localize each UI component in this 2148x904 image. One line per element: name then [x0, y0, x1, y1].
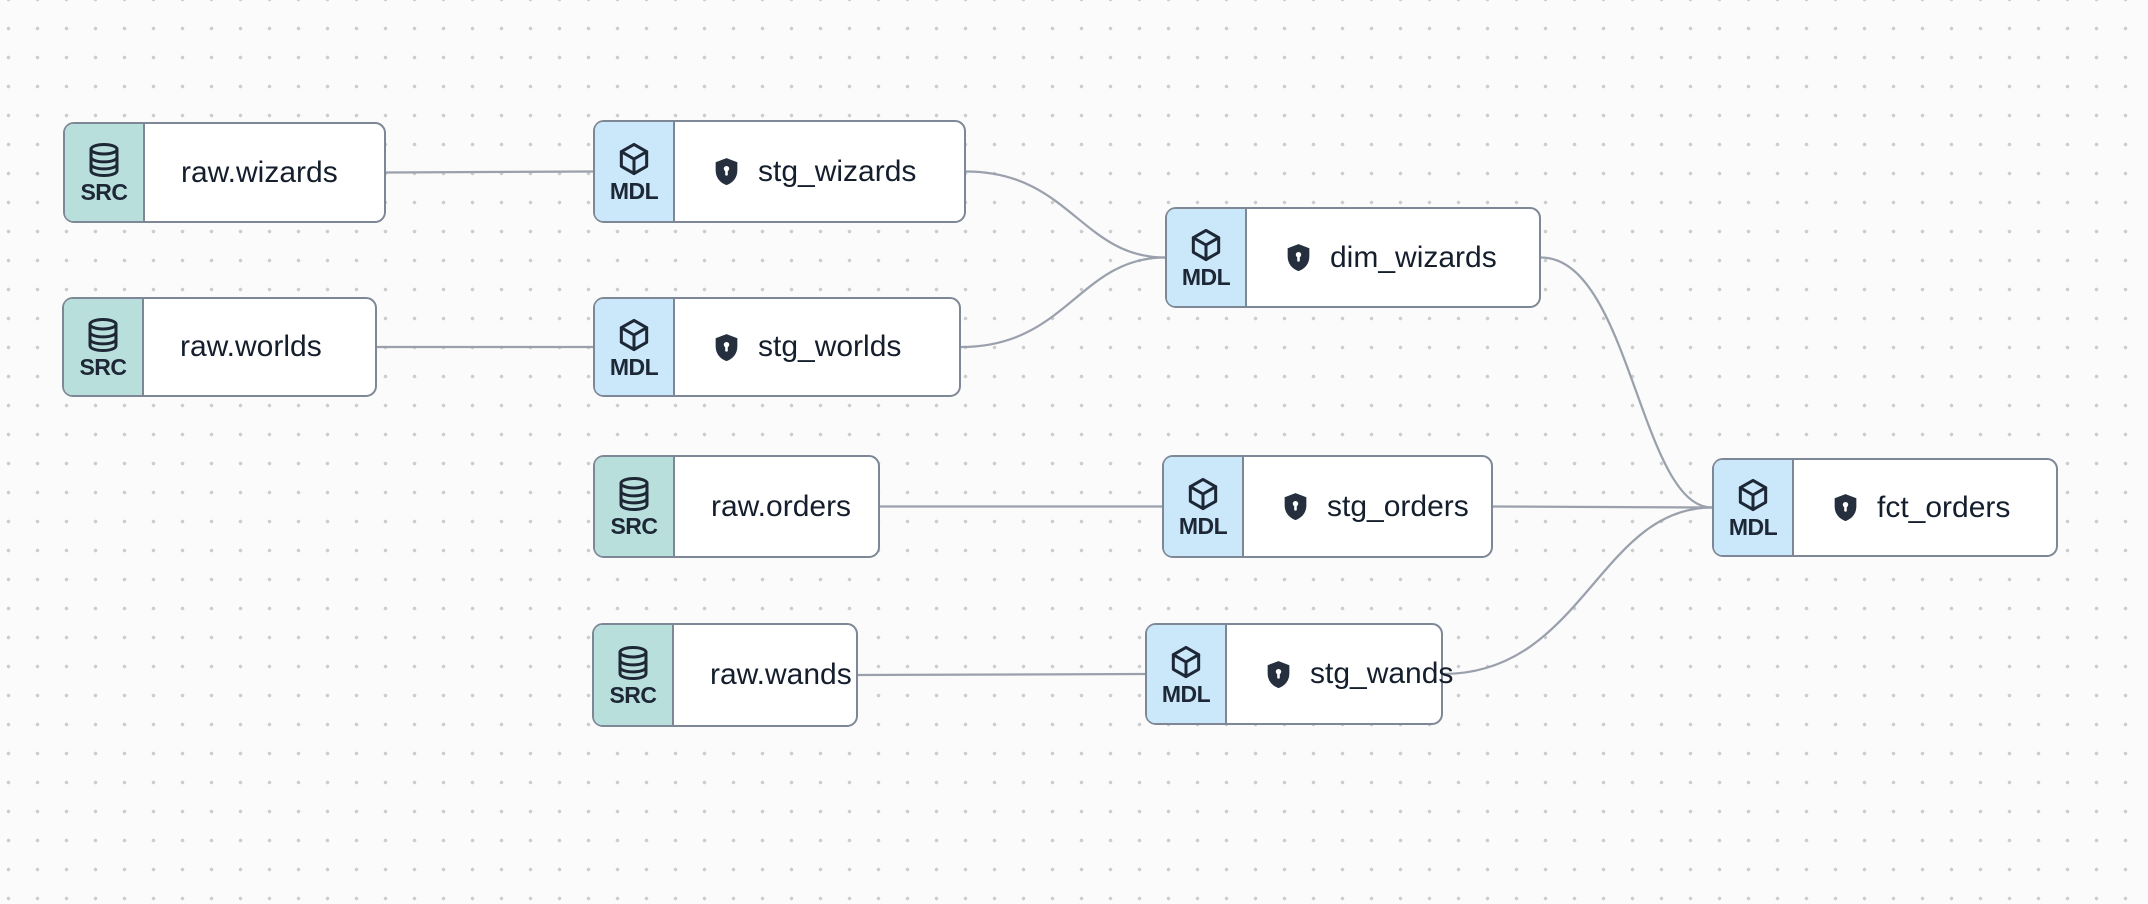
badge-label: SRC	[609, 681, 657, 708]
node-label: stg_wands	[1310, 657, 1454, 690]
badge-label: MDL	[609, 353, 659, 380]
shield-lock-icon	[1834, 494, 1857, 522]
node-body: dim_wizards	[1247, 209, 1539, 306]
node-type-badge: MDL	[1167, 209, 1247, 306]
badge-label: MDL	[609, 178, 659, 204]
shield-lock-icon	[1284, 493, 1307, 521]
node-body: raw.wands	[674, 625, 856, 725]
cube-icon	[1738, 478, 1768, 512]
cube-icon	[1188, 477, 1218, 511]
edge-raw-wands-to-stg-wands	[856, 672, 1147, 677]
cube-icon	[1191, 228, 1221, 262]
node-type-badge: SRC	[595, 457, 675, 556]
node-type-badge: MDL	[1714, 460, 1794, 555]
database-icon	[89, 142, 119, 178]
shield-lock-icon	[1287, 244, 1310, 272]
shield-lock-icon	[715, 158, 738, 186]
badge-label: MDL	[1728, 514, 1778, 540]
edge-stg-orders-to-fct-orders	[1491, 505, 1714, 509]
badge-label: MDL	[1161, 680, 1211, 707]
cube-icon	[619, 318, 649, 351]
node-body: stg_wands	[1227, 625, 1453, 723]
badge-label: SRC	[80, 179, 128, 205]
edge-stg-wizards-to-dim-wizards	[964, 170, 1167, 259]
edge-raw-wizards-to-stg-wizards	[384, 170, 595, 174]
database-icon	[618, 645, 648, 680]
node-raw-worlds[interactable]: SRC raw.worlds	[62, 297, 377, 397]
shield-lock-icon	[715, 333, 738, 361]
badge-label: MDL	[1181, 264, 1231, 290]
node-type-badge: MDL	[595, 299, 675, 395]
node-body: stg_wizards	[675, 122, 964, 221]
cube-icon	[1171, 645, 1201, 678]
node-body: raw.orders	[675, 457, 878, 556]
node-label: dim_wizards	[1330, 240, 1497, 274]
node-dim-wizards[interactable]: MDL dim_wizards	[1165, 207, 1541, 308]
node-label: stg_orders	[1327, 489, 1469, 523]
node-label: raw.wizards	[181, 155, 338, 189]
database-icon	[88, 317, 118, 352]
node-body: raw.wizards	[145, 124, 384, 221]
node-type-badge: SRC	[65, 124, 145, 221]
node-label: raw.orders	[711, 489, 852, 523]
database-icon	[619, 476, 649, 512]
node-stg-worlds[interactable]: MDL stg_worlds	[593, 297, 961, 397]
shield-lock-icon	[1267, 660, 1290, 688]
node-type-badge: MDL	[1164, 457, 1244, 556]
node-type-badge: SRC	[594, 625, 674, 725]
node-type-badge: MDL	[595, 122, 675, 221]
node-type-badge: MDL	[1147, 625, 1227, 723]
edge-stg-worlds-to-dim-wizards	[959, 256, 1167, 349]
badge-label: SRC	[610, 513, 658, 539]
node-fct-orders[interactable]: MDL fct_orders	[1712, 458, 2058, 557]
node-body: stg_orders	[1244, 457, 1491, 556]
node-label: raw.wands	[710, 658, 852, 691]
node-type-badge: SRC	[64, 299, 144, 395]
node-stg-wands[interactable]: MDL stg_wands	[1145, 623, 1453, 725]
node-raw-orders[interactable]: SRC raw.orders	[593, 455, 880, 558]
node-body: stg_worlds	[675, 299, 959, 395]
node-raw-wands[interactable]: SRC raw.wands	[592, 623, 858, 727]
cube-icon	[619, 142, 649, 176]
node-label: fct_orders	[1877, 490, 2011, 524]
node-body: raw.worlds	[144, 299, 375, 395]
node-stg-orders[interactable]: MDL stg_orders	[1162, 455, 1493, 558]
node-stg-wizards[interactable]: MDL stg_wizards	[593, 120, 966, 223]
node-label: raw.worlds	[180, 330, 322, 363]
node-label: stg_worlds	[758, 330, 902, 363]
node-raw-wizards[interactable]: SRC raw.wizards	[63, 122, 386, 223]
node-label: stg_wizards	[758, 154, 917, 188]
badge-label: MDL	[1178, 513, 1228, 539]
edge-dim-wizards-to-fct-orders	[1539, 256, 1714, 509]
node-body: fct_orders	[1794, 460, 2056, 555]
badge-label: SRC	[79, 353, 127, 380]
